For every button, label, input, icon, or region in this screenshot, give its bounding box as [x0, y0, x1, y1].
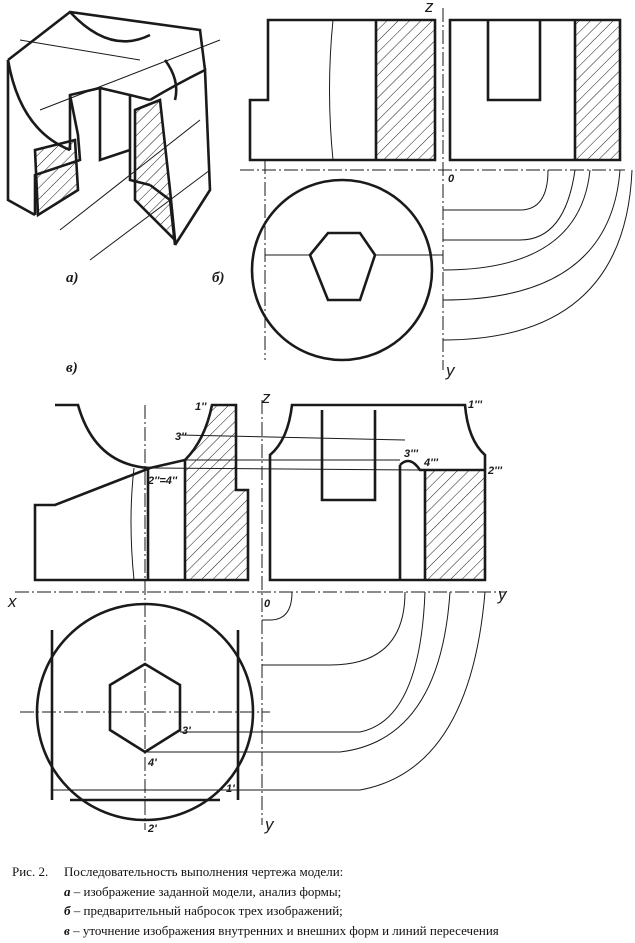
- panel-c-drawing: [15, 400, 505, 830]
- point-1-front: 1'': [195, 401, 207, 413]
- axis-z-label-b: z: [424, 0, 434, 16]
- technical-drawing: а) z 0 y б) в): [6, 0, 633, 835]
- caption-title-row: Рис. 2. Последовательность выполнения чер…: [12, 862, 627, 882]
- caption-item-letter: б: [64, 903, 71, 918]
- caption-item-letter: в: [64, 922, 70, 938]
- axis-y-bottom-label: y: [264, 815, 275, 834]
- point-3-top: 3': [182, 725, 191, 737]
- axis-y-label-b: y: [445, 361, 456, 380]
- point-3-front: 3'': [175, 431, 187, 443]
- caption-item: а – изображение заданной модели, анализ …: [12, 882, 627, 902]
- point-2-side: 2''': [487, 465, 502, 477]
- panel-a-label: а): [66, 270, 79, 286]
- point-4-side: 4''': [423, 457, 438, 469]
- point-1-top: 1': [226, 783, 235, 795]
- figure-caption: Рис. 2. Последовательность выполнения чер…: [12, 862, 627, 940]
- caption-item-letter: а: [64, 883, 71, 899]
- origin-label-b: 0: [448, 173, 455, 185]
- caption-item-text: – уточнение изображения внутренних и вне…: [69, 922, 499, 938]
- axis-y-label-c: y: [497, 585, 508, 604]
- axis-x-label: x: [7, 592, 17, 611]
- caption-item-text: – изображение заданной модели, анализ фо…: [70, 883, 342, 899]
- panel-c-label: в): [66, 360, 78, 376]
- caption-number: Рис. 2.: [12, 864, 49, 879]
- caption-item: б – предварительный набросок трех изобра…: [12, 901, 627, 921]
- caption-title: Последовательность выполнения чертежа мо…: [64, 864, 344, 879]
- caption-item: в – уточнение изображения внутренних и в…: [12, 921, 627, 941]
- panel-b-label: б): [212, 270, 224, 286]
- isometric-model: [6, 10, 221, 261]
- axis-z-label-c: z: [261, 388, 271, 407]
- origin-label-c: 0: [264, 598, 271, 610]
- point-1-side: 1''': [468, 399, 482, 411]
- panel-b-drawing: [240, 8, 633, 370]
- point-4-top: 4': [147, 757, 157, 769]
- point-2-4-front: 2''=4'': [147, 475, 178, 487]
- point-2-top: 2': [147, 823, 157, 835]
- caption-item-text: – предварительный набросок трех изображе…: [70, 903, 343, 918]
- point-3-side: 3''': [404, 448, 418, 460]
